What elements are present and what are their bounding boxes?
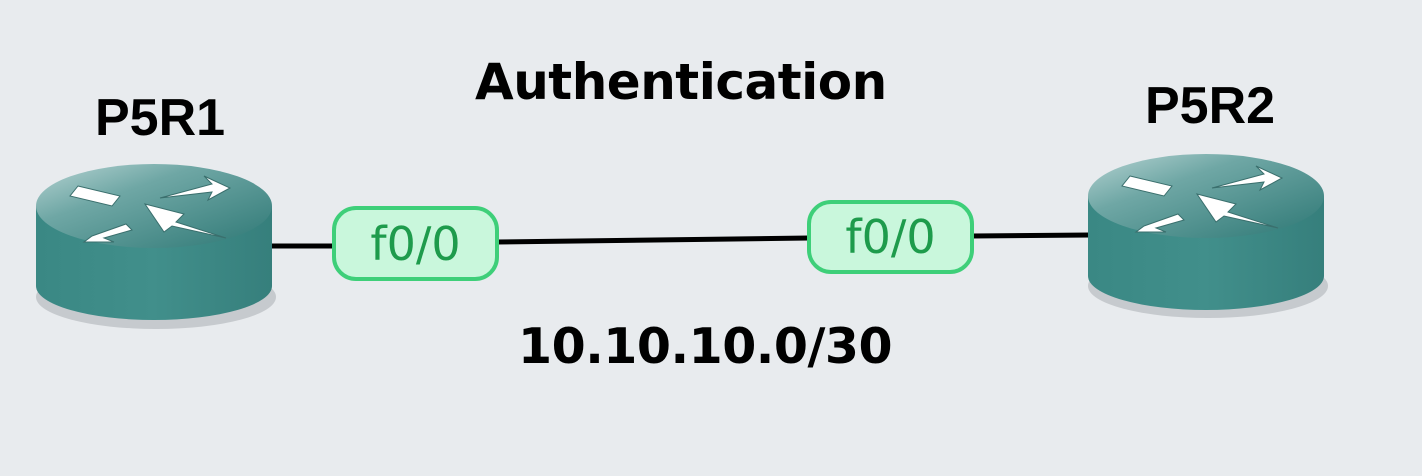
router-icon[interactable] — [1088, 154, 1328, 318]
interface-label: f0/0 — [845, 210, 936, 264]
router-icon[interactable] — [36, 164, 276, 329]
interface-badge-p5r2[interactable]: f0/0 — [807, 200, 974, 274]
interface-badge-p5r1[interactable]: f0/0 — [332, 206, 499, 281]
diagram-title: Authentication — [475, 53, 887, 111]
router-name-p5r1: P5R1 — [95, 89, 226, 147]
interface-label: f0/0 — [370, 216, 461, 271]
subnet-label: 10.10.10.0/30 — [518, 318, 893, 375]
link-line-middle — [496, 235, 810, 245]
link-line-right — [971, 232, 1091, 239]
router-name-p5r2: P5R2 — [1145, 77, 1276, 135]
